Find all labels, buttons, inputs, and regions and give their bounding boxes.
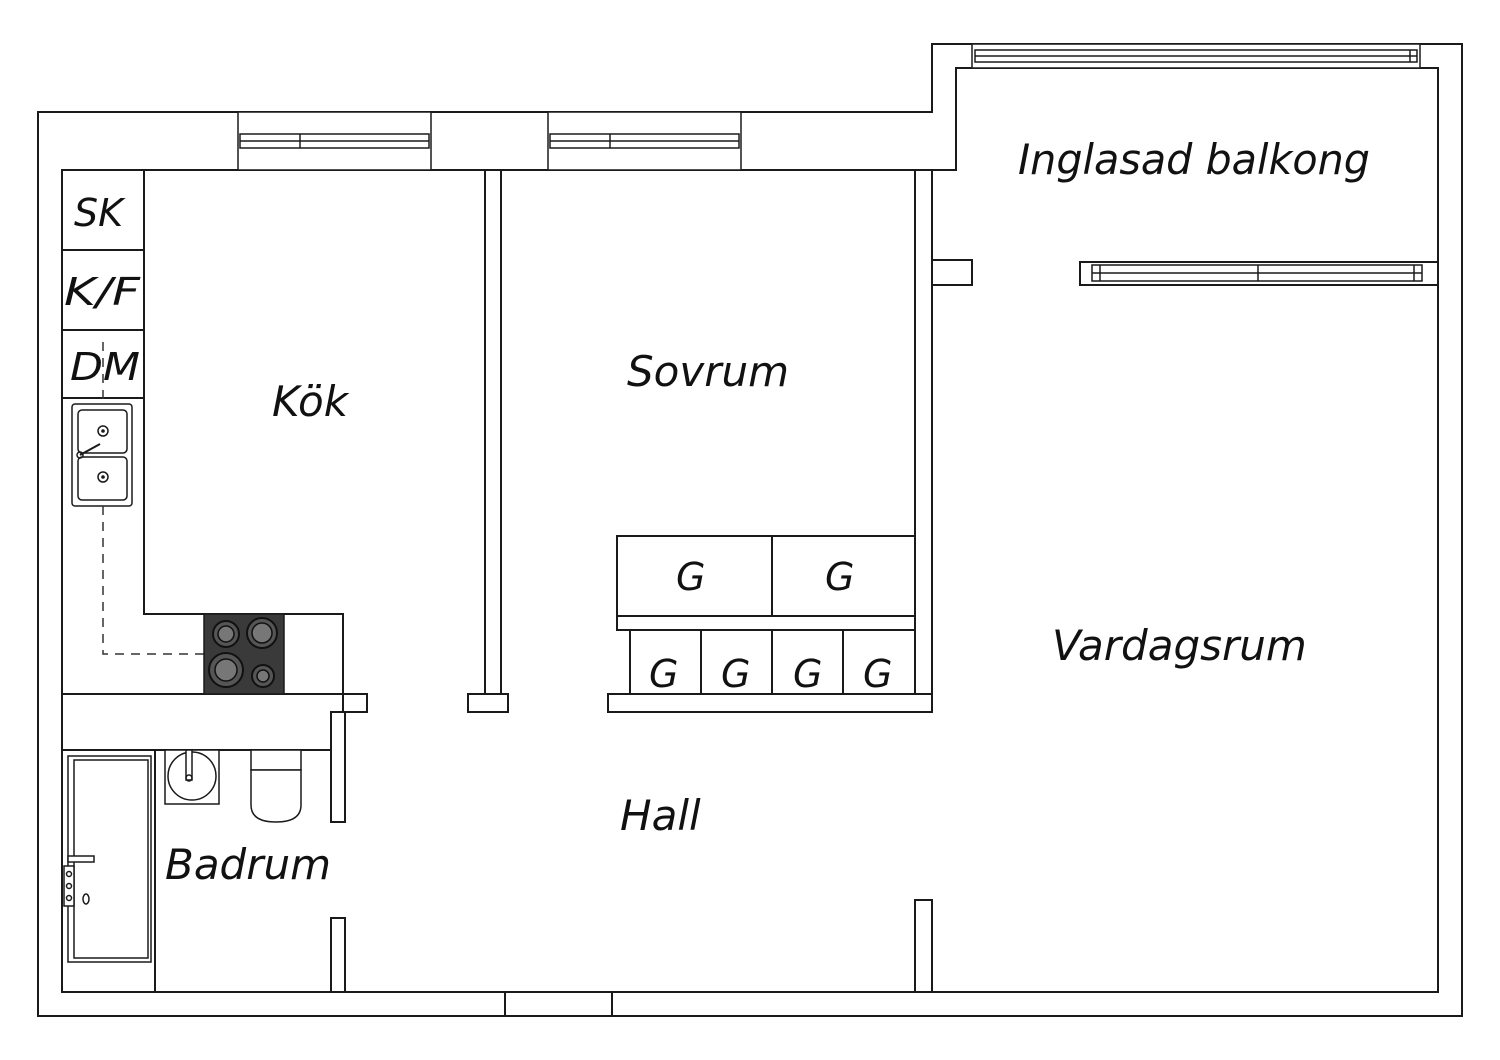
sink-icon	[71, 403, 133, 507]
window-kitchen	[237, 111, 432, 171]
window-balcony-inner	[1091, 264, 1423, 282]
wardrobe-label: G	[676, 555, 705, 599]
wardrobe-label: G	[793, 652, 822, 696]
room-label-hall: Hall	[620, 791, 701, 840]
window-balcony-outer	[971, 43, 1421, 69]
appliance-label-cabinet: SK	[74, 191, 126, 235]
entrance-door	[504, 992, 613, 1016]
kitchen-fittings	[62, 170, 344, 695]
window-bedroom	[547, 111, 742, 171]
wardrobe-label: G	[721, 652, 750, 696]
wardrobe-label: G	[863, 652, 892, 696]
appliance-label-dishwasher: DM	[70, 345, 140, 389]
wardrobes	[616, 535, 916, 694]
bathroom-fittings	[62, 749, 331, 992]
bathtub-icon	[63, 755, 152, 963]
wardrobe-label: G	[649, 652, 678, 696]
room-label-balcony: Inglasad balkong	[1018, 135, 1370, 184]
wardrobe-labels: G G G G G G	[649, 555, 892, 696]
outer-walls	[37, 43, 1463, 1017]
toilet-icon	[250, 749, 302, 823]
room-label-living-room: Vardagsrum	[1052, 621, 1307, 670]
cooktop-icon	[203, 613, 285, 695]
appliance-label-fridge-freezer: K/F	[64, 270, 141, 314]
room-label-kitchen: Kök	[272, 377, 350, 426]
washbasin-icon	[164, 749, 220, 805]
interior-walls	[330, 169, 1439, 993]
appliance-labels: SK K/F DM	[64, 191, 141, 389]
room-labels: Kök Sovrum Vardagsrum Inglasad balkong H…	[165, 135, 1370, 889]
windows	[237, 43, 1423, 282]
room-label-bedroom: Sovrum	[627, 347, 789, 396]
wardrobe-label: G	[825, 555, 854, 599]
room-label-bathroom: Badrum	[165, 840, 331, 889]
